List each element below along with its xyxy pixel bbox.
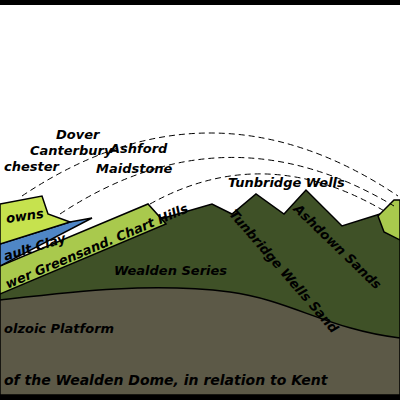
eroded-arcs — [22, 133, 398, 214]
town-name: Tunbridge Wells — [228, 176, 345, 189]
eroded-arc — [60, 157, 394, 214]
chalk-downs-right — [378, 200, 400, 240]
town-name: Ashford — [110, 142, 167, 155]
layer-name: Wealden Series — [114, 264, 227, 277]
town-name: Maidstone — [96, 162, 172, 175]
caption: of the Wealden Dome, in relation to Kent — [4, 373, 327, 387]
border-band — [0, 0, 400, 5]
palaeozoic-platform — [0, 288, 400, 395]
town-name: Dover — [56, 128, 99, 141]
town-name: chester — [4, 160, 59, 173]
eroded-arc — [22, 133, 398, 196]
town-name: Canterbury — [30, 144, 112, 157]
layer-name: olzoic Platform — [4, 322, 114, 335]
